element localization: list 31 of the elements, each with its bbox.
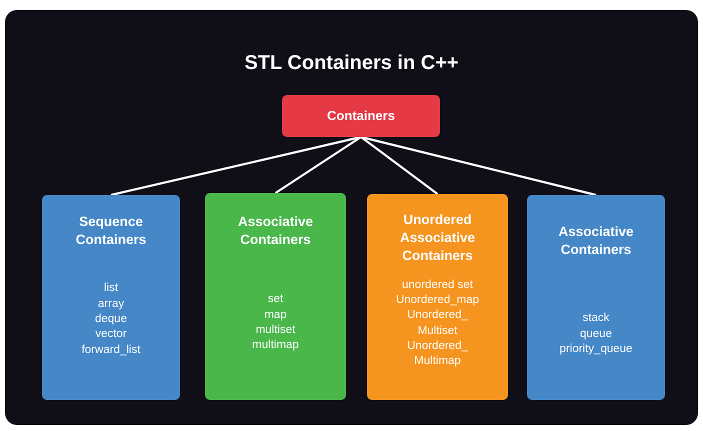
category-box <box>42 195 180 400</box>
container-type: Unordered_ Multiset <box>406 308 469 338</box>
connector-line <box>360 136 438 195</box>
container-type: multimap <box>252 338 299 354</box>
box-heading: Associative Containers <box>236 213 314 250</box>
diagram-title: STL Containers in C++ <box>243 52 460 75</box>
container-type: Unordered_map <box>396 292 480 308</box>
container-type: list <box>104 281 118 296</box>
container-type: array <box>98 296 124 312</box>
container-type: Unordered_ Multimap <box>406 338 469 370</box>
container-type: queue <box>580 326 612 342</box>
category-box <box>527 195 665 400</box>
container-type: stack <box>582 311 610 326</box>
root-box <box>282 95 440 137</box>
box-heading: Unordered Associative Containers <box>398 211 476 266</box>
box-heading: Containers <box>327 107 395 125</box>
box-heading: Sequence Containers <box>74 213 148 250</box>
box-heading: Associative Containers <box>557 223 635 260</box>
container-type: unordered set <box>402 278 473 293</box>
connector-line <box>360 136 596 196</box>
category-box <box>367 194 508 400</box>
category-box <box>205 193 346 400</box>
container-type: multiset <box>256 323 296 338</box>
container-type: forward_list <box>82 342 140 358</box>
container-type: set <box>268 292 284 308</box>
container-type: map <box>264 308 287 323</box>
container-type: priority_queue <box>560 342 632 357</box>
connector-line <box>274 136 362 194</box>
connector-line <box>110 136 362 196</box>
container-type: vector <box>95 327 127 342</box>
container-type: deque <box>95 312 127 327</box>
